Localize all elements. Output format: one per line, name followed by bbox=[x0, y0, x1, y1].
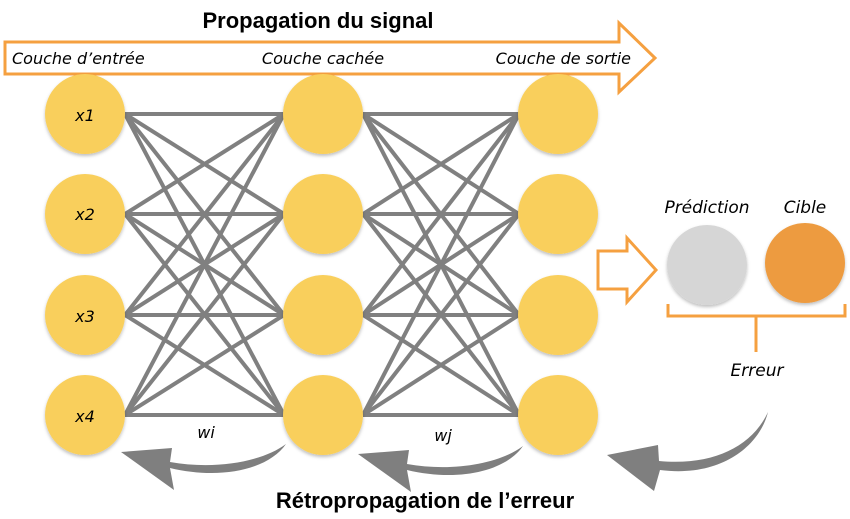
weight-label-wj: wj bbox=[434, 426, 452, 445]
connection-edge bbox=[361, 313, 521, 417]
backpropagation-title: Rétropropagation de l’erreur bbox=[276, 488, 575, 513]
input-node-label: x3 bbox=[74, 307, 95, 326]
result-arrow-icon bbox=[596, 234, 659, 306]
connection-edge bbox=[361, 113, 521, 416]
connections bbox=[123, 112, 521, 417]
forward-arrow-icon bbox=[3, 19, 658, 96]
output-node bbox=[518, 275, 598, 355]
target-label: Cible bbox=[784, 198, 827, 218]
output-layer-label: Couche de sortie bbox=[496, 49, 631, 68]
output-node bbox=[518, 375, 598, 455]
connection-edge bbox=[361, 112, 521, 317]
hidden-node bbox=[283, 74, 363, 154]
error-bracket-icon bbox=[666, 304, 847, 352]
connection-edge bbox=[361, 212, 521, 417]
connection-edge bbox=[123, 212, 286, 417]
backprop-arrow-icon bbox=[607, 412, 768, 491]
connection-edge bbox=[123, 113, 286, 416]
backprop-arrow-icon bbox=[121, 444, 286, 490]
backprop-arrow-icon bbox=[358, 446, 523, 492]
target-circle bbox=[765, 223, 845, 303]
hidden-node bbox=[283, 174, 363, 254]
input-node bbox=[45, 275, 125, 355]
error-label: Erreur bbox=[731, 361, 785, 381]
input-node-label: x4 bbox=[74, 407, 95, 426]
input-node bbox=[45, 174, 125, 254]
input-node-label: x1 bbox=[74, 106, 95, 125]
hidden-layer-label: Couche cachée bbox=[262, 49, 384, 68]
prediction-circle bbox=[667, 225, 747, 305]
output-node bbox=[518, 74, 598, 154]
input-node bbox=[45, 375, 125, 455]
connection-edge bbox=[123, 313, 286, 417]
connection-edge bbox=[123, 112, 286, 317]
network-nodes bbox=[45, 74, 598, 455]
hidden-node bbox=[283, 375, 363, 455]
connection-edge bbox=[123, 112, 286, 216]
weight-label-wi: wi bbox=[197, 423, 215, 442]
connection-edge bbox=[361, 112, 521, 216]
input-node bbox=[45, 74, 125, 154]
prediction-label: Prédiction bbox=[664, 198, 749, 218]
input-node-label: x2 bbox=[74, 205, 95, 224]
forward-propagation-title: Propagation du signal bbox=[202, 8, 433, 33]
hidden-node bbox=[283, 275, 363, 355]
input-layer-label: Couche d’entrée bbox=[12, 49, 145, 68]
output-node bbox=[518, 174, 598, 254]
